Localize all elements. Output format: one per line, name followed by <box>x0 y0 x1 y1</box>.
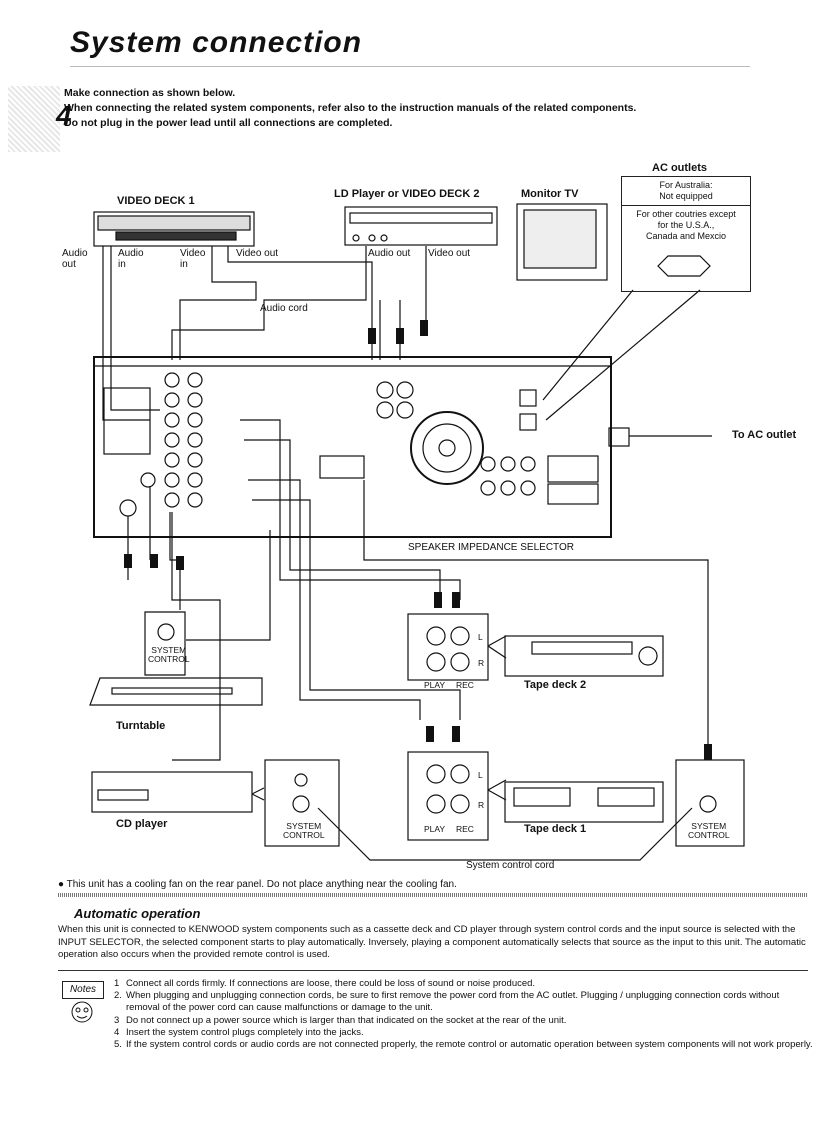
audio-cord-label: Audio cord <box>260 303 308 314</box>
tape-deck-2-play-label: PLAY <box>424 680 446 690</box>
system-control-cord-label: System control cord <box>466 860 555 871</box>
note-item: 5.If the system control cords or audio c… <box>114 1039 813 1051</box>
cooling-fan <box>410 411 484 485</box>
note-item: 2.When plugging and unplugging connectio… <box>114 990 780 1014</box>
tape-deck-1-jacks <box>407 751 489 841</box>
video-deck-1-label: VIDEO DECK 1 <box>117 195 195 207</box>
page-title: System connection <box>70 26 363 59</box>
notes-badge: Notes <box>62 981 104 999</box>
intro-line-2: When connecting the related system compo… <box>64 102 637 114</box>
tape-deck-1-system-control-label: SYSTEM CONTROL <box>688 821 730 840</box>
tape-deck-1-label: Tape deck 1 <box>524 823 587 835</box>
ld-player-label: LD Player or VIDEO DECK 2 <box>334 188 480 200</box>
ac-australia-note: For Australia: Not equipped <box>622 177 750 206</box>
ld-player-device <box>344 206 498 246</box>
section-divider <box>58 893 808 897</box>
tape-deck-2-r-label: R <box>478 658 485 668</box>
turntable-system-control-label: SYSTEM CONTROL <box>148 645 190 664</box>
cd-player-label: CD player <box>116 818 168 830</box>
cd-player-device <box>91 771 253 813</box>
tape-deck-1-play-label: PLAY <box>424 824 446 834</box>
tape-deck-2-rec-label: REC <box>456 680 474 690</box>
tape-deck-2-device <box>504 635 664 677</box>
to-ac-outlet-label: To AC outlet <box>732 429 797 441</box>
connection-diagram <box>89 203 745 861</box>
cd-system-control <box>264 759 340 847</box>
tape-deck-2-l-label: L <box>478 632 483 642</box>
monitor-tv-label: Monitor TV <box>521 188 579 200</box>
intro-line-3: Do not plug in the power lead until all … <box>64 117 393 129</box>
turntable-system-control <box>144 611 186 676</box>
tape-deck-1-rec-label: REC <box>456 824 474 834</box>
fan-note: ● This unit has a cooling fan on the rea… <box>58 879 457 890</box>
turntable-device <box>89 677 263 706</box>
notes-divider <box>58 970 808 971</box>
ac-other-note: For other coutries except for the U.S.A.… <box>636 209 736 241</box>
step-number: 4 <box>56 100 72 131</box>
title-rule <box>70 66 750 67</box>
video-out-ld-label: Video out <box>428 248 471 259</box>
audio-out-ld-label: Audio out <box>368 248 411 259</box>
video-in-label: Video in <box>180 248 206 270</box>
speaker-impedance-label: SPEAKER IMPEDANCE SELECTOR <box>408 542 574 553</box>
automatic-operation-title: Automatic operation <box>74 906 201 921</box>
intro-line-1: Make connection as shown below. <box>64 87 236 99</box>
tape-deck-1-r-label: R <box>478 800 485 810</box>
tape-deck-1-l-label: L <box>478 770 483 780</box>
tape-deck-2-label: Tape deck 2 <box>524 679 587 691</box>
step-decoration <box>8 86 60 152</box>
video-out-1-label: Video out <box>236 248 279 259</box>
audio-out-label: Audio out <box>62 248 88 270</box>
cd-system-control-label: SYSTEM CONTROL <box>283 821 325 840</box>
receiver-rear-panel <box>93 356 612 538</box>
monitor-tv-device <box>516 203 608 281</box>
input-jacks <box>119 372 203 517</box>
ac-outlets-label: AC outlets <box>652 162 707 174</box>
tape-deck-2-jacks <box>407 613 489 681</box>
bullet-icon: ● <box>58 879 67 890</box>
tape-deck-1-device <box>504 781 664 823</box>
fan-note-text: This unit has a cooling fan on the rear … <box>66 879 457 890</box>
video-deck-1-device <box>93 211 255 247</box>
intro-text: Make connection as shown below. When con… <box>64 86 636 131</box>
ac-outlets-box: For Australia: Not equipped For other co… <box>621 176 751 292</box>
audio-in-label: Audio in <box>118 248 144 270</box>
automatic-operation-text: When this unit is connected to KENWOOD s… <box>58 924 806 960</box>
turntable-label: Turntable <box>116 720 166 732</box>
